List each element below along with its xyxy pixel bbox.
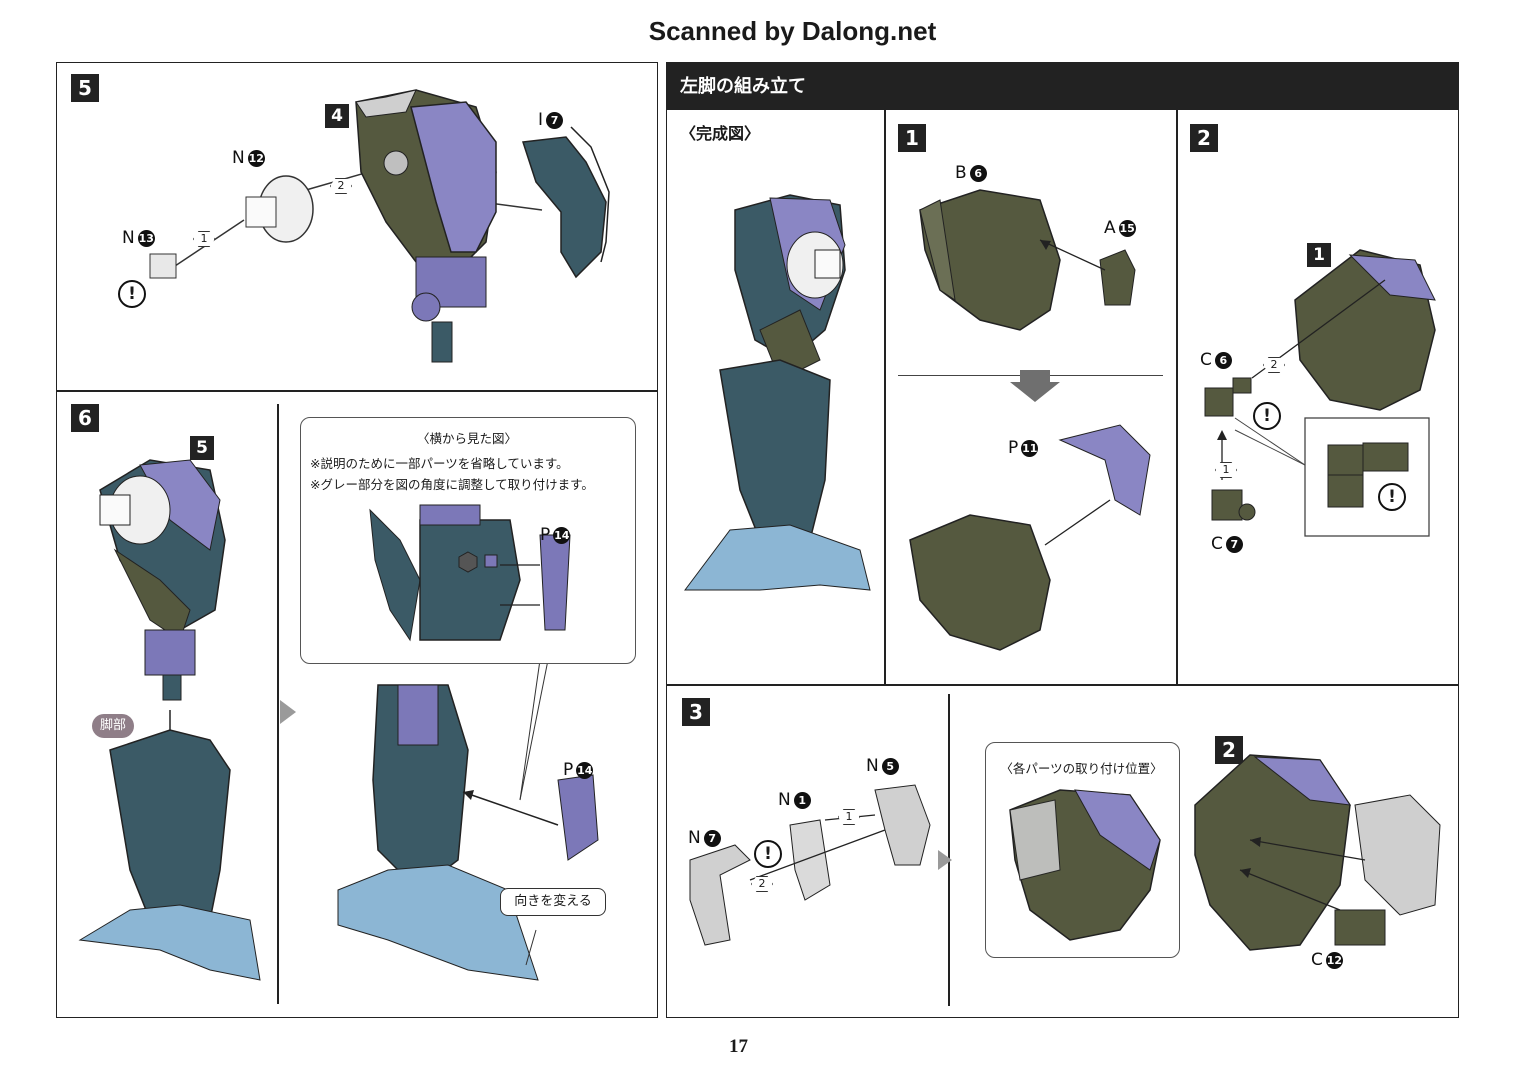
step5-subassembly-number: 4 — [325, 104, 349, 128]
right-panel-title-bar — [666, 62, 1459, 110]
part-letter: N — [688, 828, 701, 848]
order-marker-1: 1 — [193, 231, 215, 247]
step3-final-illustration — [1194, 754, 1441, 951]
right-step1-number: 1 — [898, 124, 926, 152]
completed-label: 〈完成図〉 — [680, 124, 761, 143]
left-panel — [56, 62, 658, 1018]
part-letter: A — [1104, 218, 1116, 238]
step3-subassembly-number: 2 — [1215, 736, 1243, 764]
step3-illustration — [689, 784, 952, 946]
step6-left-illustration — [78, 459, 261, 981]
right-step2-number: 2 — [1190, 124, 1218, 152]
grid-line — [884, 110, 886, 685]
left-divider — [56, 390, 658, 392]
part-letter: P — [563, 760, 574, 780]
inset-title: 〈横から見た図〉 — [416, 431, 517, 446]
completed-leg-illustration — [684, 194, 871, 591]
part-number: 6 — [969, 164, 987, 182]
step2-subassembly-number: 1 — [1307, 243, 1331, 267]
part-number: 12 — [1325, 951, 1343, 969]
order-marker-2: 2 — [751, 876, 773, 892]
positions-illustration — [1009, 789, 1161, 941]
grid-line — [666, 684, 1459, 686]
part-letter: C — [1311, 950, 1323, 970]
part-number: 15 — [1118, 219, 1136, 237]
order-marker-1: 1 — [838, 809, 860, 825]
part-letter: N — [122, 228, 135, 248]
positions-label: 〈各パーツの取り付け位置〉 — [1000, 761, 1163, 776]
caution-icon: ! — [754, 840, 782, 868]
order-marker-2: 2 — [330, 178, 352, 194]
scan-credit: Scanned by Dalong.net — [648, 16, 937, 46]
order-marker-2: 2 — [1263, 357, 1285, 373]
part-number: 12 — [247, 149, 265, 167]
part-letter: P — [1008, 438, 1019, 458]
part-letter: N — [232, 148, 245, 168]
inset-illustration — [369, 504, 571, 642]
grid-line — [1176, 110, 1178, 685]
step5-number: 5 — [71, 74, 99, 102]
inset-note-2: ※グレー部分を図の角度に調整して取り付けます。 — [310, 477, 594, 492]
part-number: 1 — [793, 791, 811, 809]
page-number: 17 — [729, 1036, 748, 1057]
step2-illustration — [1204, 249, 1436, 537]
part-letter: N — [866, 756, 879, 776]
part-letter: I — [538, 110, 544, 130]
grid-line — [948, 694, 950, 1006]
part-number: 5 — [881, 757, 899, 775]
part-number: 11 — [1021, 439, 1039, 457]
part-letter: P — [540, 525, 551, 545]
part-number: 6 — [1214, 351, 1232, 369]
step5-illustration — [149, 89, 610, 363]
part-letter: C — [1200, 350, 1212, 370]
part-letter: C — [1211, 534, 1223, 554]
step6-number: 6 — [71, 404, 99, 432]
right-panel-title: 左脚の組み立て — [680, 76, 806, 97]
part-number: 13 — [137, 229, 155, 247]
leg-tag: 脚部 — [92, 714, 134, 738]
step6-right-illustration — [280, 659, 599, 981]
caution-icon: ! — [1253, 402, 1281, 430]
part-number: 7 — [546, 111, 564, 129]
part-number: 7 — [703, 829, 721, 847]
part-letter: N — [778, 790, 791, 810]
order-marker-1: 1 — [1215, 462, 1237, 478]
part-number: 7 — [1225, 535, 1243, 553]
direction-note: 向きを変える — [500, 888, 606, 916]
step6-divider — [277, 404, 279, 1004]
caution-icon: ! — [1378, 483, 1406, 511]
part-number: 14 — [553, 526, 571, 544]
caution-icon: ! — [118, 280, 146, 308]
inset-note-1: ※説明のために一部パーツを省略しています。 — [310, 456, 569, 471]
step1-illustration — [909, 189, 1151, 651]
step6-subassembly-number: 5 — [190, 436, 214, 460]
right-step3-number: 3 — [682, 698, 710, 726]
part-number: 14 — [576, 761, 594, 779]
part-letter: B — [955, 163, 967, 183]
